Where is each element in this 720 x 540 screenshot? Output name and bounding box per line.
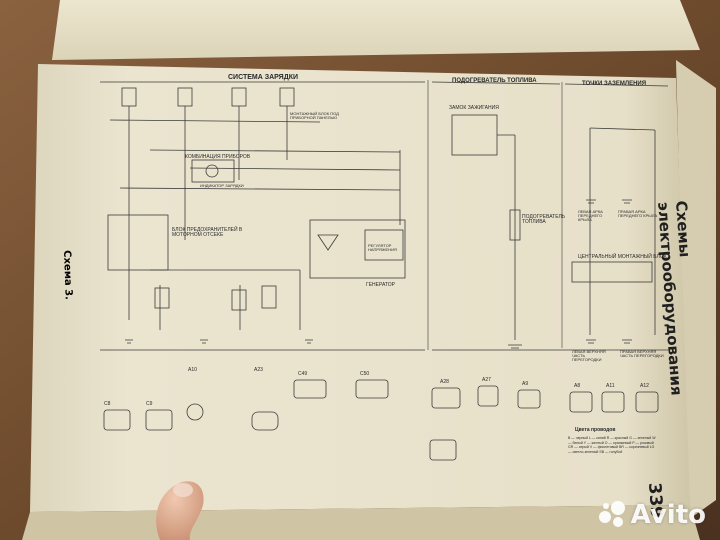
label-right-ground: ПРАВАЯ ВЕРХНЯЯ ЧАСТЬ ПЕРЕГОРОДКИ: [620, 349, 664, 358]
connector-code: A9: [522, 381, 529, 387]
label-generator: ГЕНЕРАТОР: [366, 282, 395, 288]
connector-code: C49: [298, 371, 308, 377]
connector-code: A11: [606, 383, 615, 389]
legend-item: L — синий: [588, 436, 606, 440]
previous-page: [52, 0, 700, 60]
connector-code: A23: [254, 367, 263, 373]
legend-item: Y — желтый: [583, 440, 604, 445]
main-page: [30, 64, 690, 512]
label-left-ground: ЛЕВАЯ ВЕРХНЯЯ ЧАСТЬ ПЕРЕГОРОДКИ: [572, 349, 606, 362]
legend-item: SB — голубой: [599, 449, 623, 454]
avito-watermark: Avito: [598, 500, 706, 530]
label-ignition-lock: ЗАМОК ЗАЖИГАНИЯ: [449, 105, 499, 111]
section-charging-title: СИСТЕМА ЗАРЯДКИ: [228, 74, 298, 81]
legend-item: P — розовый: [632, 440, 654, 445]
legend-title: Цвета проводов: [575, 427, 616, 433]
connector-code: C9: [146, 401, 153, 407]
label-fuse-block: БЛОК ПРЕДОХРАНИТЕЛЕЙ В МОТОРНОМ ОТСЕКЕ: [172, 227, 243, 238]
wiring-diagram: [100, 80, 669, 461]
connector-code: A8: [574, 383, 581, 389]
legend-item: GR — серый: [568, 445, 589, 450]
label-right-arch: ПРАВАЯ АРКА ПЕРЕДНЕГО КРЫЛА: [618, 209, 658, 218]
legend-item: R — красный: [606, 436, 629, 440]
label-indicator: ИНДИКАТОР ЗАРЯДКИ: [200, 183, 244, 188]
connector-code: A27: [482, 377, 491, 383]
fingernail: [173, 483, 193, 497]
scheme-label: Схема 3.: [61, 250, 74, 301]
label-fuel-heater: ПОДОГРЕВАТЕЛЬ ТОПЛИВА: [522, 214, 566, 225]
label-left-arch: ЛЕВАЯ АРКА ПЕРЕДНЕГО КРЫЛА: [578, 209, 603, 222]
connector-code: C8: [104, 401, 111, 407]
label-mounting-block: МОНТАЖНЫЙ БЛОК ПОД ПРИБОРНОЙ ПАНЕЛЬЮ: [290, 111, 339, 120]
label-central-block: ЦЕНТРАЛЬНЫЙ МОНТАЖНЫЙ БЛОК: [578, 254, 667, 260]
finger: [156, 481, 204, 540]
legend-item: G — зеленый: [629, 436, 652, 440]
avito-watermark-text: Avito: [630, 500, 706, 530]
label-instrument-cluster: КОМБИНАЦИЯ ПРИБОРОВ: [185, 154, 251, 160]
legend-item: W — белый: [568, 436, 656, 445]
legend-item: V — фиолетовый: [589, 445, 618, 450]
connector-code: A10: [188, 367, 197, 373]
legend-items: B — черный L — синий R — красный G — зел…: [568, 436, 658, 454]
legend-item: O — оранжевый: [604, 440, 632, 445]
connector-code: C50: [360, 371, 370, 377]
section-ground-title: ТОЧКИ ЗАЗЕМЛЕНИЯ: [582, 81, 647, 87]
legend-item: BR — коричневый: [618, 445, 649, 450]
connector-code: A12: [640, 383, 649, 389]
label-regulator: РЕГУЛЯТОР НАПРЯЖЕНИЯ: [368, 243, 397, 252]
avito-logo-icon: [598, 501, 627, 529]
section-fuel-heater-title: ПОДОГРЕВАТЕЛЬ ТОПЛИВА: [452, 78, 537, 84]
legend-item: B — черный: [568, 436, 588, 440]
legend-item: LG — светло-зеленый: [568, 445, 655, 454]
connector-code: A28: [440, 379, 449, 385]
